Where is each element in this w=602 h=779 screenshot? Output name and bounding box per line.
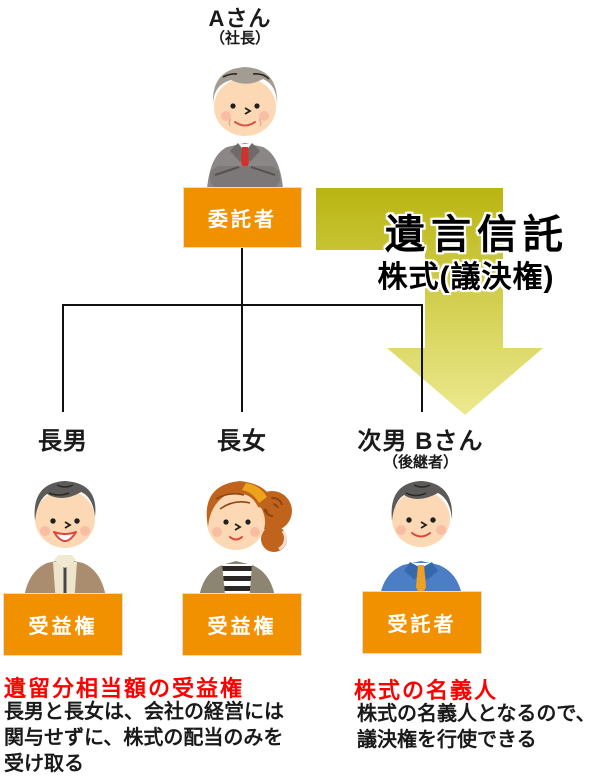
trustor-box: 委託者 (183, 187, 302, 248)
trustor-illustration (207, 67, 283, 189)
connector-drop-second-son (421, 304, 423, 412)
second-son-box: 受託者 (362, 591, 482, 654)
right-note-line: 議決権を行使できる (357, 729, 537, 751)
eldest-son-box-label: 受益権 (28, 616, 98, 638)
left-note-title: 遺留分相当額の受益権 (4, 676, 245, 701)
trustor-box-label: 委託者 (208, 209, 277, 231)
left-note-line: 長男と長女は、会社の経営には (4, 701, 284, 723)
arrow-title: 遺言信託 (385, 213, 569, 257)
arrow-subtitle: 株式(議決権) (377, 261, 555, 294)
connector-trunk (241, 248, 243, 306)
second-son-illustration (379, 481, 463, 602)
connector-drop-eldest-son (62, 304, 64, 412)
left-note-body: 長男と長女は、会社の経営には 関与せずに、株式の配当のみを 受け取る (4, 699, 284, 777)
left-note-line: 関与せずに、株式の配当のみを (4, 727, 284, 749)
eldest-daughter-box-label: 受益権 (207, 616, 277, 638)
trustor-role: （社長） (209, 30, 270, 47)
second-son-box-label: 受託者 (387, 614, 457, 636)
connector-drop-eldest-daughter (241, 304, 243, 412)
right-note-body: 株式の名義人となるので、 議決権を行使できる (357, 701, 596, 753)
second-son-name: 次男 Bさん (357, 428, 484, 455)
eldest-daughter-box: 受益権 (182, 593, 302, 656)
eldest-son-name: 長男 (38, 428, 88, 455)
eldest-daughter-illustration (198, 481, 292, 605)
eldest-daughter-name: 長女 (217, 428, 267, 455)
right-note-line: 株式の名義人となるので、 (357, 703, 596, 725)
eldest-son-box: 受益権 (3, 593, 123, 656)
right-note-title: 株式の名義人 (354, 678, 499, 703)
eldest-son-illustration (23, 481, 107, 605)
second-son-sublabel: （後継者） (382, 454, 458, 471)
trust-transfer-arrow (316, 188, 543, 415)
left-note-line: 受け取る (4, 753, 84, 775)
trustor-name: Aさん (208, 6, 272, 31)
